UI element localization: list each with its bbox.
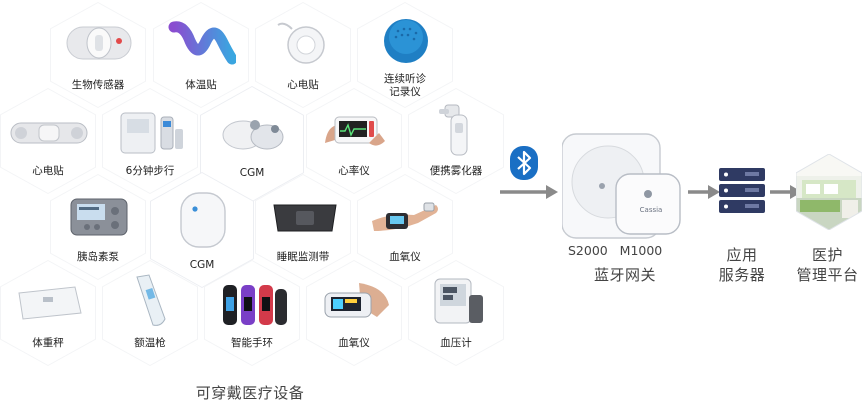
platform-caption-line1: 医护 [811, 246, 843, 264]
finger-oximeter-icon [324, 283, 389, 318]
device-label: 心率仪 [338, 165, 370, 177]
walk-test-device-icon [120, 112, 183, 154]
device-hex-heart-rate: 心率仪 [306, 88, 402, 194]
device-hex-ecg-patch-strip: 心电贴 [0, 88, 96, 194]
device-label: 血氧仪 [338, 337, 370, 349]
arrow-to-server [688, 185, 720, 199]
smart-bands-icon [223, 285, 287, 325]
cgm-sensor-icon [180, 192, 226, 248]
device-hex-wrist-oximeter: 血氧仪 [357, 174, 453, 280]
device-label: 血压计 [440, 337, 472, 349]
device-label: CGM [189, 259, 215, 271]
gateway-brand: Cassia [639, 206, 663, 214]
forehead-thermometer-icon [136, 274, 166, 326]
device-label: 体温贴 [185, 79, 217, 91]
server-stack-icon [719, 168, 765, 213]
portable-nebulizer-icon [439, 104, 468, 156]
device-label: 血氧仪 [389, 251, 421, 263]
device-hex-nebulizer: 便携雾化器 [408, 88, 504, 194]
device-hex-blood-pressure: 血压计 [408, 260, 504, 366]
device-label: CGM [239, 167, 265, 179]
device-hex-stethoscope-recorder: 连续听诊 记录仪 [357, 2, 453, 108]
device-label: 心电贴 [287, 79, 319, 91]
device-label: 便携雾化器 [429, 165, 483, 177]
temperature-patch-icon [168, 21, 236, 65]
ecg-patch-round-icon [277, 22, 325, 64]
server-caption-line2: 服务器 [718, 266, 766, 284]
device-label: 额温枪 [134, 337, 166, 349]
device-hex-forehead-thermometer: 额温枪 [102, 260, 198, 366]
wrist-oximeter-icon [372, 202, 438, 231]
bluetooth-gateway-icon [562, 133, 681, 239]
cgm-sensor-cluster-icon [222, 120, 284, 150]
device-label: 心电贴 [32, 165, 64, 177]
device-label: 生物传感器 [71, 79, 125, 91]
server-caption-line1: 应用 [726, 246, 758, 264]
sleep-belt-icon [273, 204, 337, 232]
device-label: 连续听诊 [384, 73, 426, 85]
medical-platform-photo [796, 154, 862, 230]
biosensor-patch-icon [66, 26, 132, 60]
device-label: 6分钟步行 [125, 165, 175, 177]
device-hex-insulin-pump: 胰岛素泵 [50, 174, 146, 280]
stethoscope-recorder-icon [384, 19, 428, 63]
device-hex-cgm-cluster: CGM [200, 86, 304, 202]
device-hex-ecg-patch-round: 心电贴 [255, 2, 351, 108]
device-label-line2: 记录仪 [389, 86, 421, 98]
device-hex-weight-scale: 体重秤 [0, 260, 96, 366]
ecg-patch-strip-icon [10, 122, 88, 144]
insulin-pump-icon [70, 198, 128, 236]
heart-rate-monitor-icon [325, 116, 385, 146]
bluetooth-icon [510, 146, 538, 180]
blood-pressure-monitor-icon [434, 278, 483, 324]
gateway-caption: 蓝牙网关 [593, 266, 656, 284]
gateway-models: S2000 M1000 [568, 243, 663, 258]
device-hex-temperature-patch: 体温贴 [153, 2, 249, 108]
device-label: 体重秤 [32, 337, 64, 349]
weight-scale-icon [18, 286, 82, 320]
arrow-to-gateway [500, 185, 558, 199]
device-hex-finger-oximeter: 血氧仪 [306, 260, 402, 366]
device-hex-walk-test: 6分钟步行 [102, 88, 198, 194]
platform-caption-line2: 管理平台 [796, 266, 859, 284]
device-label: 睡眠监测带 [276, 251, 330, 263]
device-label: 智能手环 [231, 337, 273, 349]
wearables-caption: 可穿戴医疗设备 [195, 384, 305, 402]
device-label: 胰岛素泵 [77, 251, 119, 263]
device-hex-biosensor: 生物传感器 [50, 2, 146, 108]
